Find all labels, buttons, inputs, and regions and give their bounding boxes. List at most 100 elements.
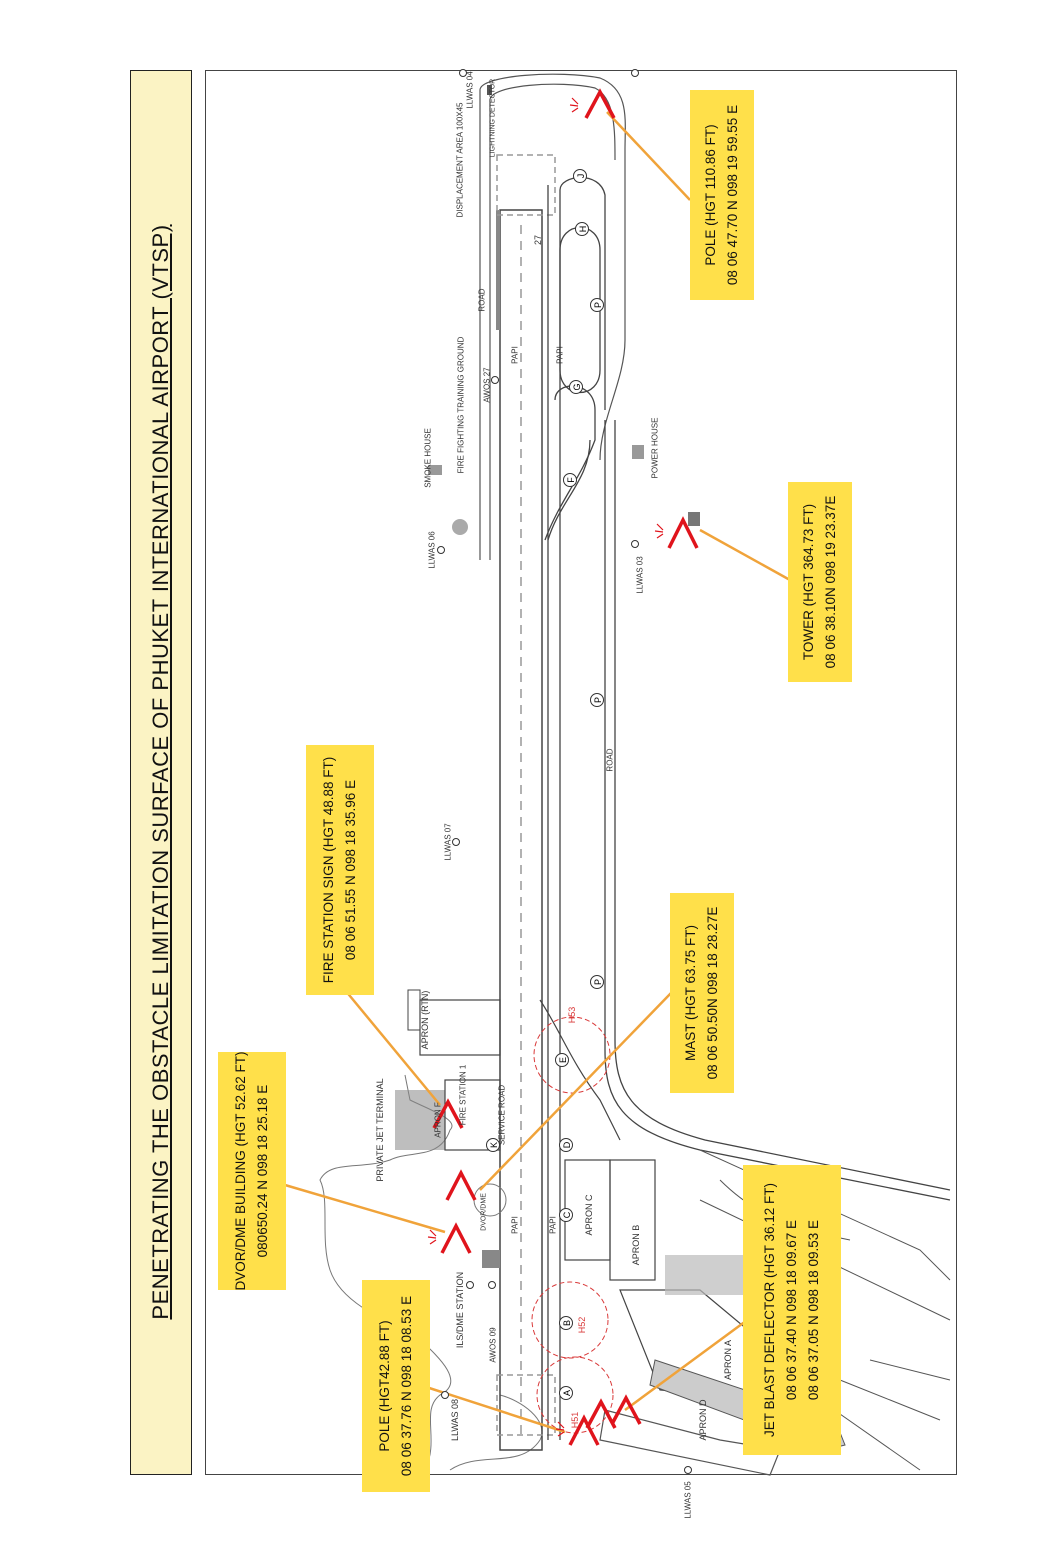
helipad-h53-circle: [533, 1016, 611, 1094]
map-label-ffg: FIRE FIGHTING TRAINING GROUND: [456, 336, 466, 474]
pole-west-name: POLE (HGT42.88 FT): [377, 1320, 392, 1452]
ils-dme-building: [482, 1250, 500, 1268]
pole-west-coords: 08 06 37.76 N 098 18 08.53 E: [399, 1295, 414, 1477]
apron-b-area: [609, 1159, 656, 1281]
label-dvor-dme: DVOR/DME BUILDING (HGT 52.62 FT) 080650.2…: [218, 1051, 286, 1291]
runway-edge-left: [496, 210, 500, 330]
map-label-h53: H53: [567, 1006, 577, 1024]
map-label-fire-station: FIRE STATION 1: [458, 1064, 468, 1126]
map-label-rwy27: 27: [533, 234, 543, 246]
service-road-south-2: [614, 420, 951, 1191]
map-label-lightning: LIGHTNING DETECTOR: [489, 78, 497, 158]
obstacle-marker-pole-east: [584, 88, 616, 119]
label-mast: MAST (HGT 63.75 FT)08 06 50.50N 098 18 2…: [670, 893, 734, 1093]
pole-east-name: POLE (HGT 110.86 FT): [703, 124, 718, 266]
tower-coords: 08 06 38.10N 098 19 23.37E: [823, 495, 838, 669]
pole-east-coords: 08 06 47.70 N 098 19 59.55 E: [725, 104, 740, 286]
arrow-dvor-dme: [284, 1183, 446, 1234]
map-label-powerhouse: POWER HOUSE: [650, 417, 660, 479]
perimeter-road-east-2: [489, 83, 616, 560]
map-label-displacement: DISPLACEMENT AREA 100X45: [455, 102, 465, 218]
jet-blast-coords-2: 08 06 37.05 N 098 18 09.53 E: [806, 1219, 821, 1401]
taxiway-curve-f: [547, 439, 591, 541]
jet-blast-coords-1: 08 06 37.40 N 098 18 09.67 E: [784, 1219, 799, 1401]
label-pole-west: POLE (HGT42.88 FT) 08 06 37.76 N 098 18 0…: [362, 1280, 430, 1492]
map-label-llwas06: LLWAS 06: [427, 531, 437, 569]
dot-llwas05: [684, 1466, 692, 1474]
arrow-fire-station-sign: [344, 989, 441, 1106]
obstacle-marker-fire-sign: [432, 1098, 464, 1129]
map-label-h51: H51: [570, 1411, 580, 1429]
obstacle-marker-mast: [445, 1169, 477, 1201]
taxiway-k: K: [486, 1138, 500, 1152]
apron-rtn-stand: [407, 989, 421, 1031]
spark-dvor: [427, 1229, 437, 1245]
road-curve-e: [539, 999, 621, 1141]
taxiway-a: A: [559, 1386, 573, 1400]
taxiway-h: H: [575, 222, 589, 236]
taxiway-loop-east: [559, 226, 601, 394]
dot-awos09: [488, 1281, 496, 1289]
fire-sign-name: FIRE STATION SIGN (HGT 48.88 FT): [321, 756, 336, 984]
dvor-circle: [473, 1183, 507, 1217]
arrow-pole-east: [606, 111, 691, 201]
dot-ils: [466, 1281, 474, 1289]
map-label-llwas05: LLWAS 05: [683, 1481, 693, 1519]
taxiway-g: G: [569, 380, 583, 394]
map-label-dvorlabel: DVOR/DME: [480, 1193, 488, 1231]
dvor-coords: 080650.24 N 098 18 25.18 E: [255, 1084, 270, 1258]
dot-llwas06: [437, 546, 445, 554]
obstacle-marker-jet-blast-2: [585, 1398, 617, 1429]
map-label-papi3: PAPI: [510, 1216, 520, 1234]
parking-marker: P: [590, 975, 604, 989]
map-label-papi2: PAPI: [555, 346, 565, 364]
map-label-apron-c: APRON C: [584, 1194, 594, 1236]
map-label-private-jet: PRIVATE JET TERMINAL: [375, 1078, 385, 1182]
map-label-smoke: SMOKE HOUSE: [423, 428, 433, 488]
obstacle-marker-pole-west: [568, 1414, 600, 1446]
apron-rtn-area: [419, 999, 501, 1056]
obstacle-marker-jet-blast-1: [610, 1394, 642, 1425]
spark-tower: [654, 523, 664, 539]
helipad-h52-circle: [531, 1281, 609, 1359]
map-label-apron-d: APRON D: [698, 1399, 708, 1441]
map-label-llwas04: LLWAS 04: [465, 71, 475, 109]
mast-coords: 08 06 50.50N 098 18 28.27E: [705, 906, 720, 1080]
map-label-h52: H52: [577, 1316, 587, 1334]
service-road-south: [604, 420, 951, 1201]
runway: [499, 209, 543, 1451]
taxiway-f: F: [563, 473, 577, 487]
dvor-name: DVOR/DME BUILDING (HGT 52.62 FT): [233, 1051, 248, 1291]
label-pole-east: POLE (HGT 110.86 FT) 08 06 47.70 N 098 19…: [690, 90, 754, 300]
apron-d-area: [599, 1409, 781, 1476]
dot-awos27: [491, 376, 499, 384]
map-label-papi1: PAPI: [510, 346, 520, 364]
runway-end-west: [496, 1374, 556, 1436]
map-label-llwas03: LLWAS 03: [635, 556, 645, 594]
fire-sign-coords: 08 06 51.55 N 098 18 35.96 E: [343, 779, 358, 961]
arrow-tower: [699, 528, 791, 582]
spark-pole-west: [555, 1421, 565, 1437]
taxiway-c: C: [559, 1208, 573, 1222]
map-label-service-road: SERVICE ROAD: [497, 1084, 507, 1146]
tower-block: [688, 512, 700, 526]
dot-llwas03: [631, 540, 639, 548]
parking-marker: P: [590, 298, 604, 312]
map-label-road-top: ROAD: [477, 288, 487, 312]
taxiway-loop-mid: [544, 385, 596, 541]
map-label-ils-dme: ILS/DME STATION: [455, 1271, 465, 1349]
obstacle-markers: [432, 88, 699, 1446]
jet-blast-name: JET BLAST DEFLECTOR (HGT 36.12 FT): [762, 1182, 777, 1438]
parallel-taxiway: [559, 177, 606, 1440]
dot-llwas04: [459, 69, 467, 77]
label-jet-blast-deflector: JET BLAST DEFLECTOR (HGT 36.12 FT) 08 06 …: [743, 1165, 841, 1455]
displacement-area: [496, 154, 556, 216]
map-label-llwas08: LLWAS 08: [450, 1398, 460, 1442]
map-label-road-mid: ROAD: [605, 748, 615, 772]
ffg-circle: [452, 519, 468, 535]
dot-llwas08: [441, 1391, 449, 1399]
spark-pole-east: [569, 97, 579, 113]
arrow-pole-west: [419, 1383, 566, 1434]
instrument-dots: [437, 69, 692, 1474]
